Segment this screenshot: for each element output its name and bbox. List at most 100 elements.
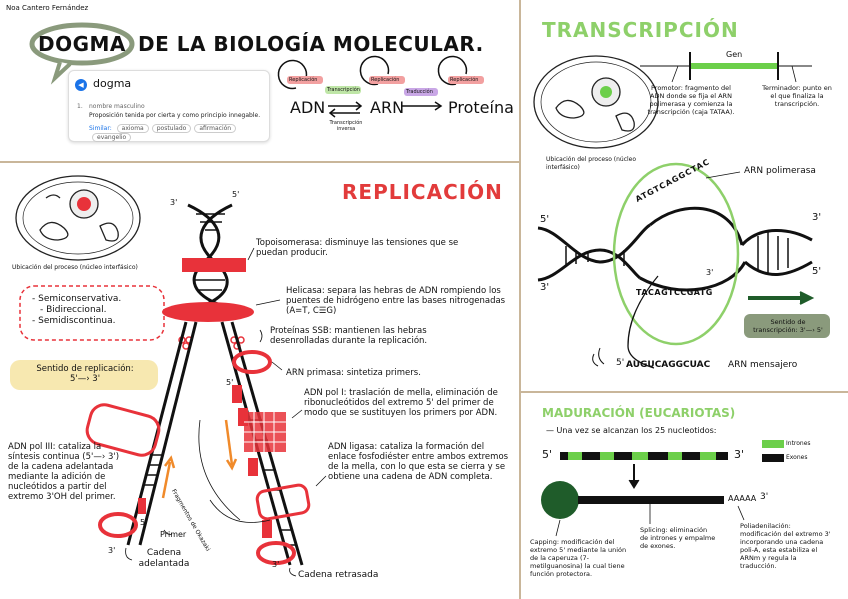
topoisomerase-note: Topoisomerasa: disminuye las tensiones q… — [256, 238, 459, 258]
transcription-direction-text: Sentido de transcripción: 3'—› 5' — [753, 318, 823, 334]
author-name: Noa Cantero Fernández — [6, 4, 89, 12]
mature-3prime: 3' — [760, 492, 769, 502]
property-semidiscontinuous: - Semidiscontinua. — [32, 316, 116, 326]
legend-intron-label: Intrones — [786, 440, 811, 447]
property-bidirectional: - Bidireccional. — [40, 305, 107, 315]
bottom-sequence: TACAGTCCGATG — [636, 288, 713, 297]
dict-chip[interactable]: evangelio — [92, 133, 132, 142]
dict-chip[interactable]: afirmación — [194, 124, 237, 133]
helix-5prime: 5' — [232, 190, 240, 199]
lagging-strand-label: Cadena retrasada — [298, 570, 379, 580]
maturation-connectors — [555, 504, 745, 537]
arn-self-arrow — [359, 55, 390, 86]
dogma-flow-arrows — [277, 55, 468, 118]
cell-drawing-transcription — [533, 55, 659, 149]
helicase-shape — [162, 302, 254, 322]
cell-drawing-replication — [15, 175, 141, 261]
dictionary-card: ◀ dogma 1. nombre masculino Proposición … — [68, 70, 270, 142]
dogma-flow-tags — [287, 76, 484, 96]
flow-tag-translation: Traducción — [406, 89, 433, 95]
transcription-dna — [537, 206, 813, 292]
mature-mrna-bar — [578, 496, 724, 504]
ligase-note: ADN ligasa: cataliza la formación del en… — [328, 442, 509, 482]
tx-5prime-right: 5' — [812, 266, 822, 277]
adn-self-arrow — [277, 59, 308, 90]
primer-3 — [248, 458, 258, 476]
flow-arn: ARN — [370, 98, 405, 117]
leading-direction-arrow — [161, 461, 172, 499]
dict-similar-label: Similar: — [89, 125, 112, 132]
polyadenylation-note: Poliadenilación: modificación del extrem… — [740, 522, 831, 570]
mrna-strand — [627, 275, 659, 369]
dict-category: nombre masculino — [89, 103, 145, 110]
cap-circle — [541, 481, 579, 519]
direction-label: Sentido de replicación: — [36, 364, 134, 374]
tx-3prime-right: 3' — [812, 212, 822, 223]
legend-exon-swatch — [762, 454, 784, 462]
main-title-rest: DE LA BIOLOGÍA MOLECULAR. — [138, 32, 484, 56]
lagging-direction-arrow — [224, 419, 234, 466]
transcription-title: TRANSCRIPCIÓN — [542, 18, 739, 42]
helix-3prime: 3' — [170, 198, 178, 207]
premrna-3prime: 3' — [734, 448, 745, 461]
flow-tag-transcription: Transcripción — [327, 87, 360, 93]
dict-definition: Proposición tenida por cierta y como pri… — [89, 112, 261, 119]
ssb-note: Proteínas SSB: mantienen las hebras dese… — [270, 326, 428, 346]
dict-number: 1. — [77, 103, 83, 110]
pol-iii-note: ADN pol III: cataliza la síntesis contin… — [8, 442, 120, 502]
gene-label: Gen — [726, 50, 743, 59]
connector-lines — [125, 247, 327, 577]
transcription-cell-caption: Ubicación del proceso (núcleo interfásic… — [546, 156, 637, 171]
primase-note: ARN primasa: sintetiza primers. — [286, 368, 421, 378]
promoter-note: Promotor: fragmento del ADN donde se fij… — [647, 84, 735, 116]
direction-text: Sentido de replicación: 5'—› 3' — [20, 364, 150, 384]
primer-2 — [238, 408, 248, 426]
bubble-3prime: 3' — [706, 268, 714, 277]
pol-i-note: ADN pol I: traslación de mella, eliminac… — [304, 388, 498, 418]
primer-4 — [262, 520, 272, 538]
legend-exon-label: Exones — [786, 454, 808, 461]
direction-value: 5'—› 3' — [69, 374, 101, 384]
leading-primer-ring — [98, 512, 138, 538]
legend-intron-swatch — [762, 440, 784, 448]
topoisomerase-shape — [182, 258, 246, 272]
poly-a-tail: AAAAA — [728, 494, 757, 503]
mrna-sequence: AUGUCAGGCUAC — [626, 360, 711, 370]
properties-box — [19, 285, 165, 341]
rna-polymerase-label: ARN polimerasa — [744, 166, 816, 176]
maturation-subtitle: — Una vez se alcanzan los 25 nucleotidos… — [546, 426, 717, 435]
flow-tag-replication: Replicación — [289, 77, 318, 83]
dict-chip[interactable]: axioma — [116, 124, 149, 133]
replication-cell-caption: Ubicación del proceso (núcleo interfásic… — [12, 264, 138, 271]
splicing-note: Splicing: eliminación de intrones y empa… — [640, 526, 716, 550]
main-title-dogma: DOGMA — [38, 32, 126, 56]
dict-chip[interactable]: postulado — [151, 124, 192, 133]
dna-pol-iii-shape — [85, 403, 161, 457]
tx-5prime-left: 5' — [540, 214, 550, 225]
speaker-icon[interactable]: ◀ — [75, 79, 87, 91]
flow-tag-replication-2: Replicación — [371, 77, 400, 83]
leading-5prime: 5' — [140, 518, 148, 527]
lagging-3prime: 3' — [272, 560, 280, 569]
transcription-direction-box — [744, 314, 830, 338]
tx-3prime-left: 3' — [540, 282, 550, 293]
properties-list: - Semiconservativa. - Bidireccional. - S… — [32, 294, 121, 327]
replication-title: REPLICACIÓN — [342, 180, 503, 204]
lagging-ring — [256, 541, 296, 565]
primase-shape — [232, 350, 272, 374]
dogma-bubble — [29, 22, 135, 66]
premrna-5prime: 5' — [542, 448, 553, 461]
mrna-5prime: 5' — [616, 358, 625, 368]
helicase-note: Helicasa: separa las hebras de ADN rompi… — [286, 286, 506, 316]
direction-box — [10, 360, 158, 390]
dict-word: dogma — [93, 77, 132, 90]
dna-ligase-shape — [255, 483, 311, 521]
leading-primer — [138, 498, 146, 514]
flow-adn: ADN — [290, 98, 326, 117]
leading-3prime: 3' — [108, 546, 116, 555]
flow-tag-reverse: Transcripción inversa — [329, 120, 363, 132]
mrna-label: ARN mensajero — [728, 360, 798, 370]
lagging-5prime: 5' — [226, 378, 234, 387]
